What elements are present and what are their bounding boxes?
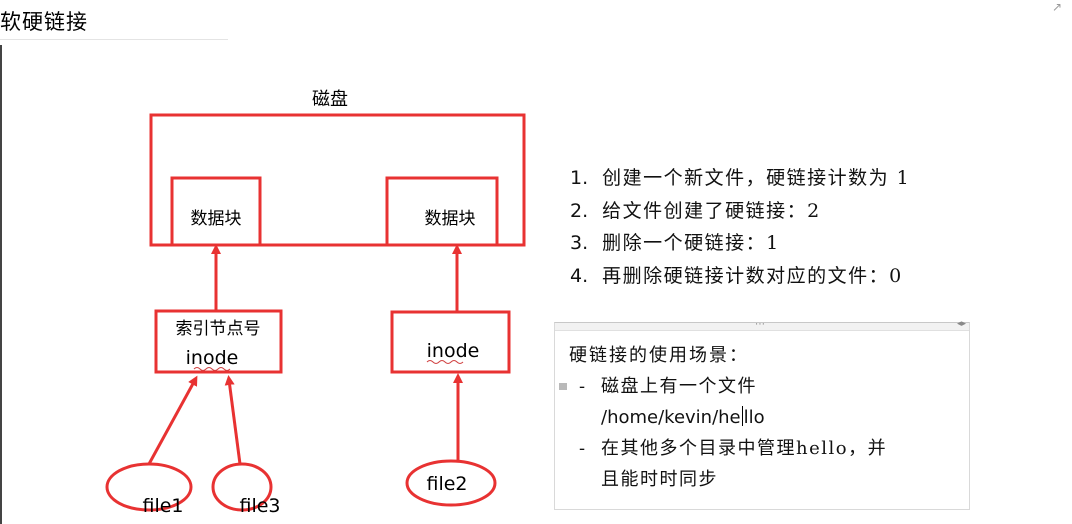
note-container[interactable]: ⋯ ◂▸ 硬链接的使用场景： - 磁盘上有一个文件 /home/kevin/he…: [554, 319, 970, 510]
bullet-2-text: 在其他多个目录中管理hello，并: [601, 438, 888, 459]
inode-box-1: [154, 309, 283, 374]
arrow-file3-to-inode1: [224, 375, 242, 465]
data-block-1-label: 数据块: [191, 209, 242, 229]
note-header-bar[interactable]: ⋯ ◂▸: [555, 319, 969, 331]
arrow-file1-to-inode1: [147, 375, 198, 465]
drag-handle-icon[interactable]: ⋯: [755, 319, 766, 330]
data-block-2: [385, 176, 499, 247]
spellcheck-underline-2: [426, 360, 464, 364]
paragraph-handle-icon[interactable]: [559, 383, 567, 390]
title-divider: [0, 39, 228, 40]
note-heading: 硬链接的使用场景：: [569, 345, 749, 366]
left-border: [0, 45, 2, 524]
note-bullet-2: - 在其他多个目录中管理hello，并 且能时时同步: [569, 433, 961, 495]
file2-node: [405, 459, 497, 507]
bullet-1-text: 磁盘上有一个文件: [601, 376, 757, 397]
text-cursor: [741, 406, 743, 426]
expand-icon[interactable]: ↗: [1051, 0, 1063, 14]
disk-box: [149, 113, 526, 247]
data-block-2-label: 数据块: [425, 209, 476, 229]
spellcheck-underline-1: [193, 367, 231, 371]
page-title: 软硬链接: [0, 10, 88, 34]
disk-label: 磁盘: [312, 89, 348, 110]
file3-label: file3: [239, 495, 280, 517]
file2-label: file2: [426, 473, 467, 495]
file3-node: [211, 462, 273, 512]
step-item: 3.删除一个硬链接：1: [570, 232, 780, 254]
file1-label: file1: [142, 495, 183, 517]
step-item: 2.给文件创建了硬链接：2: [570, 199, 821, 222]
step-item: 4.再删除硬链接计数对应的文件：0: [570, 264, 903, 287]
inode-number-label: 索引节点号: [176, 319, 261, 339]
bullet-2-text-continued: 且能时时同步: [601, 469, 718, 490]
steps-list: 1.创建一个新文件，硬链接计数为 1 2.给文件创建了硬链接：2 3.删除一个硬…: [570, 162, 910, 292]
inode-2-label: inode: [427, 340, 480, 362]
step-item: 1.创建一个新文件，硬链接计数为 1: [570, 167, 911, 189]
inode-1-label: inode: [186, 347, 239, 369]
resize-icon[interactable]: ◂▸: [956, 319, 966, 329]
